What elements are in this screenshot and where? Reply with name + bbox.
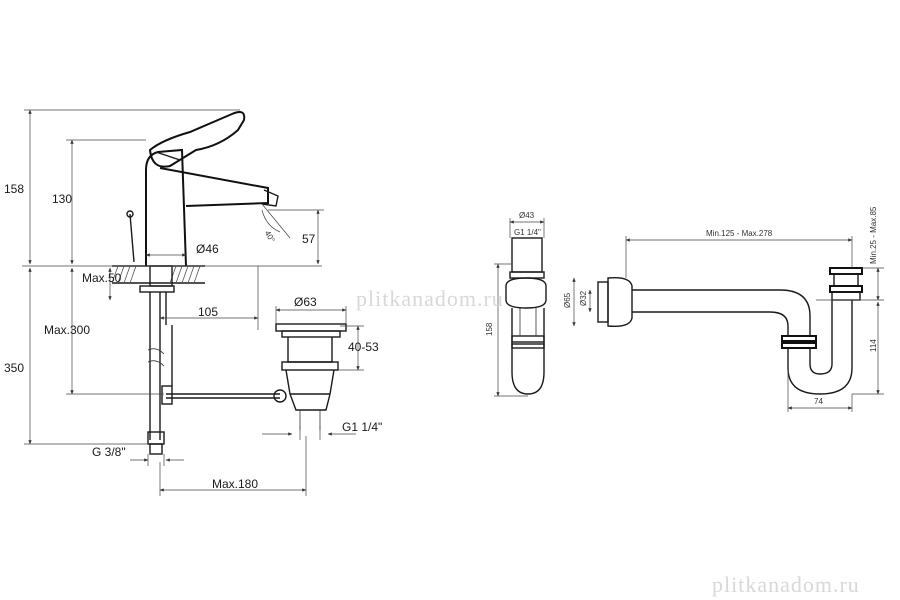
siphon-dimension-labels: Ø43 G1 1/4" 158 Ø65 Ø32 Min.125 - Max.27… [485,206,878,406]
dim-pipe-diameter: Ø32 [579,290,588,306]
dim-top-diameter: Ø43 [519,211,535,220]
dim-outer-diameter: Ø65 [563,292,572,308]
dim-body-diameter: Ø46 [196,242,219,256]
siphon-front-view [597,267,863,395]
faucet-dimensions [22,109,364,496]
dim-height: 158 [485,322,494,336]
dim-inlet-thread: G 3/8" [92,445,126,459]
dim-thread: G1 1/4" [514,228,541,237]
dim-waste-thread: G1 1/4" [342,420,382,434]
faucet-drawing: 158 130 40° 57 Ø46 Max.50 Max.300 350 10… [4,109,382,496]
mounting-assembly [139,265,280,455]
dim-spout-height: 130 [52,192,72,206]
dim-total-height: 158 [4,182,24,196]
dim-waste-diameter: Ø63 [294,295,317,309]
dim-max-reach: Max.180 [212,477,258,491]
dim-spray-angle: 40° [263,229,277,244]
deck-surface [111,265,205,284]
dim-waste-length: 40-53 [348,340,379,354]
dim-outlet-height: 57 [302,232,316,246]
dim-vertical-range: Min.25 - Max.85 [869,206,878,264]
dim-below-height: 350 [4,361,24,375]
faucet-body [126,111,279,267]
dim-max-deck: Max.50 [82,271,122,285]
siphon-side-view [505,237,547,395]
siphon-drawing: Ø43 G1 1/4" 158 Ø65 Ø32 Min.125 - Max.27… [485,206,884,412]
dim-length-range: Min.125 - Max.278 [706,229,773,238]
waste-valve [273,323,347,430]
siphon-dimensions [494,218,884,412]
faucet-dimension-labels: 158 130 40° 57 Ø46 Max.50 Max.300 350 10… [4,182,382,491]
watermark-bottom: plitkanadom.ru [712,572,860,597]
dim-trap-height: 114 [869,339,878,352]
watermark-center: plitkanadom.ru [356,286,504,311]
dim-hose-offset: 105 [198,305,218,319]
dim-trap-width: 74 [814,397,823,406]
dim-max-hose: Max.300 [44,323,90,337]
